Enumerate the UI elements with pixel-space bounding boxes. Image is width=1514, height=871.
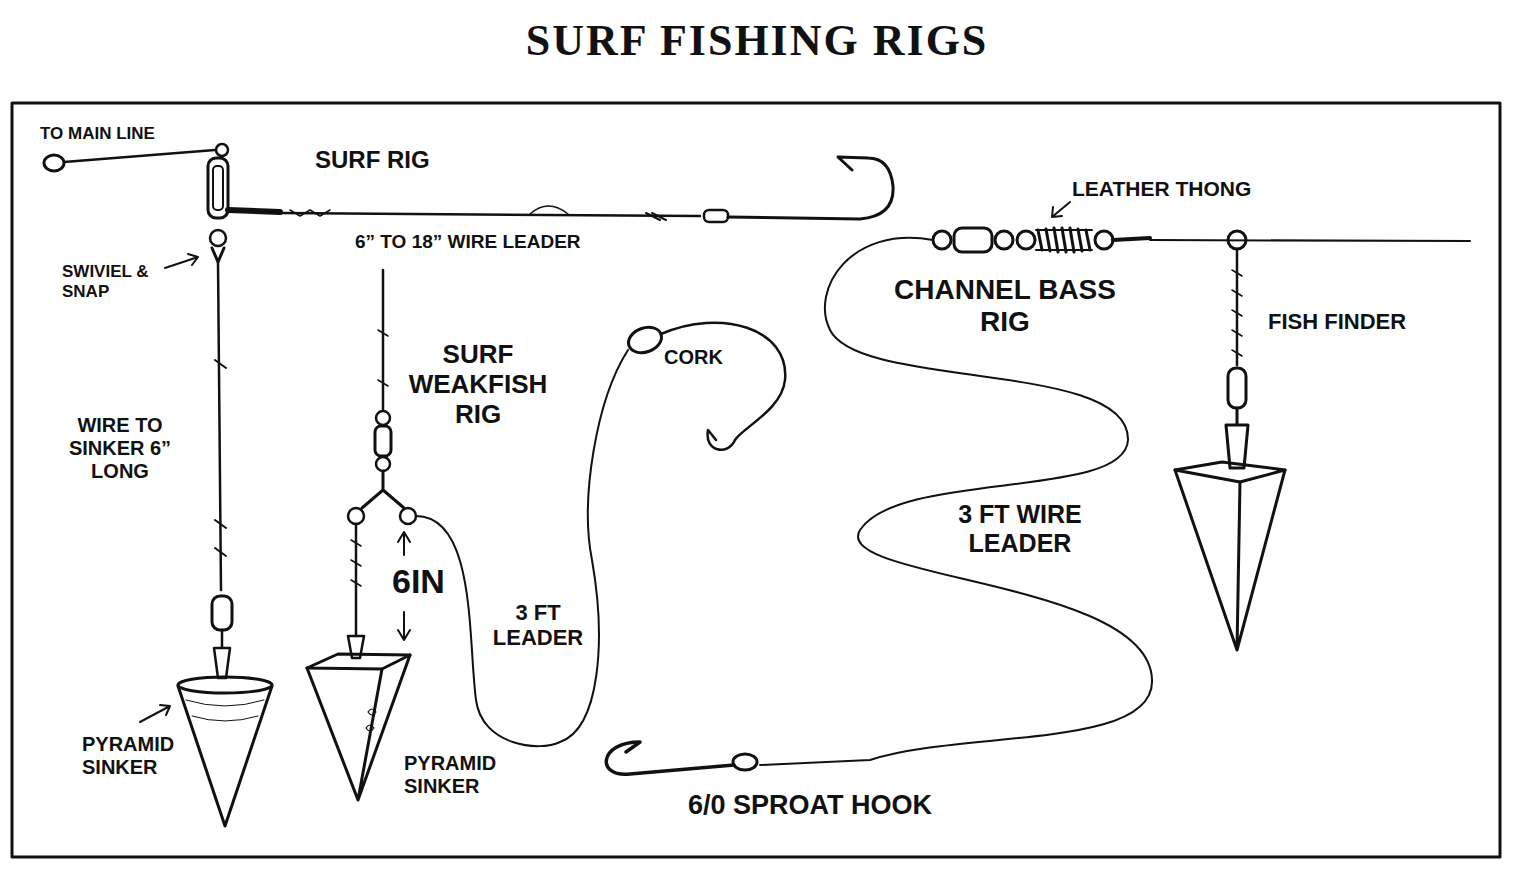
barrel-swivel bbox=[1228, 368, 1246, 408]
pyramid-sinker bbox=[178, 686, 272, 826]
swivel-arrow bbox=[165, 254, 198, 268]
dimension-arrow bbox=[398, 612, 410, 640]
dimension-label: 6IN bbox=[392, 562, 445, 601]
swivel-eye bbox=[216, 144, 228, 156]
frame-border bbox=[12, 103, 1500, 857]
snap bbox=[1226, 408, 1248, 468]
weakfish-wire bbox=[382, 270, 385, 410]
wire-leader bbox=[280, 213, 700, 216]
wire-leader bbox=[760, 238, 1152, 765]
swivel-eye bbox=[376, 457, 390, 471]
barrel-swivel bbox=[954, 228, 992, 252]
sinker-top bbox=[1175, 462, 1285, 482]
rig-title: CHANNEL BASS RIG bbox=[874, 274, 1136, 338]
swivel-eye bbox=[995, 231, 1013, 249]
surf-rig bbox=[44, 144, 893, 826]
sinker-mark bbox=[366, 709, 376, 731]
sinker-eye bbox=[214, 630, 230, 678]
snap-ring bbox=[210, 230, 226, 246]
swivel-eye bbox=[376, 411, 390, 425]
swivel-eye bbox=[400, 508, 416, 524]
dimension-arrow bbox=[398, 532, 410, 555]
wire-twist bbox=[351, 540, 361, 586]
main-line bbox=[64, 150, 215, 162]
sinker-shading bbox=[186, 700, 264, 721]
swivel-eye bbox=[348, 508, 364, 524]
sinker-arrow bbox=[140, 705, 170, 722]
sinker-top bbox=[178, 677, 272, 693]
main-line bbox=[1150, 240, 1470, 241]
leather-thong bbox=[1036, 230, 1092, 250]
swivel-slot bbox=[213, 166, 223, 210]
weakfish-leader bbox=[416, 350, 628, 746]
wire-twist bbox=[290, 210, 330, 216]
finder-ring bbox=[1228, 231, 1246, 249]
wire-label: WIRE TO SINKER 6” LONG bbox=[45, 414, 195, 483]
wire-twist bbox=[378, 330, 388, 386]
swivel-body bbox=[208, 158, 228, 218]
rig-title: SURF WEAKFISH RIG bbox=[403, 340, 553, 430]
sinker-wire bbox=[218, 262, 221, 590]
main-line-label: TO MAIN LINE bbox=[40, 124, 155, 144]
barrel-swivel bbox=[212, 596, 232, 630]
diagram-title: SURF FISHING RIGS bbox=[0, 16, 1514, 67]
pyramid-sinker bbox=[1175, 470, 1285, 650]
hook-label: 6/0 SPROAT HOOK bbox=[688, 790, 932, 821]
wire-twist bbox=[215, 360, 226, 556]
leader-swivel bbox=[228, 210, 280, 212]
ring bbox=[1095, 231, 1113, 249]
swivel-body bbox=[375, 426, 391, 456]
thong-end bbox=[1113, 238, 1150, 240]
wire-twist bbox=[1232, 270, 1242, 356]
leather-thong-coil bbox=[1038, 228, 1090, 252]
wire-wrap bbox=[646, 213, 666, 220]
part-label: SWIVIEL & SNAP bbox=[62, 262, 174, 301]
part-label: LEATHER THONG bbox=[1072, 177, 1251, 201]
cork-float bbox=[625, 323, 665, 357]
swivel-eye bbox=[933, 231, 951, 249]
channel-bass-rig bbox=[606, 202, 1470, 774]
surf-hook bbox=[728, 157, 893, 219]
thong-arrow bbox=[1052, 202, 1070, 217]
rig-title: SURF RIG bbox=[315, 146, 430, 174]
rig-title: FISH FINDER bbox=[1268, 309, 1406, 334]
snap bbox=[212, 248, 224, 262]
part-label: PYRAMID SINKER bbox=[82, 733, 186, 779]
part-label: PYRAMID SINKER bbox=[404, 752, 514, 798]
weakfish-hook bbox=[661, 323, 785, 450]
line-loop bbox=[44, 155, 64, 171]
three-way-swivel bbox=[362, 471, 404, 508]
drop-wire bbox=[355, 524, 358, 636]
weakfish-rig bbox=[307, 270, 785, 800]
sproat-hook bbox=[606, 742, 734, 774]
part-label: CORK bbox=[664, 346, 723, 369]
finder-wire bbox=[1236, 249, 1239, 365]
leader-label: 3 FT WIRE LEADER bbox=[930, 500, 1110, 558]
leader-label: 6” TO 18” WIRE LEADER bbox=[355, 231, 581, 253]
sinker-top bbox=[307, 654, 410, 669]
crimp-sleeve bbox=[704, 210, 728, 222]
hook-eye bbox=[733, 754, 757, 770]
wire-kink bbox=[530, 206, 568, 214]
swivel-eye bbox=[1017, 231, 1035, 249]
pyramid-sinker bbox=[307, 655, 410, 800]
leader-label: 3 FT LEADER bbox=[488, 600, 588, 651]
